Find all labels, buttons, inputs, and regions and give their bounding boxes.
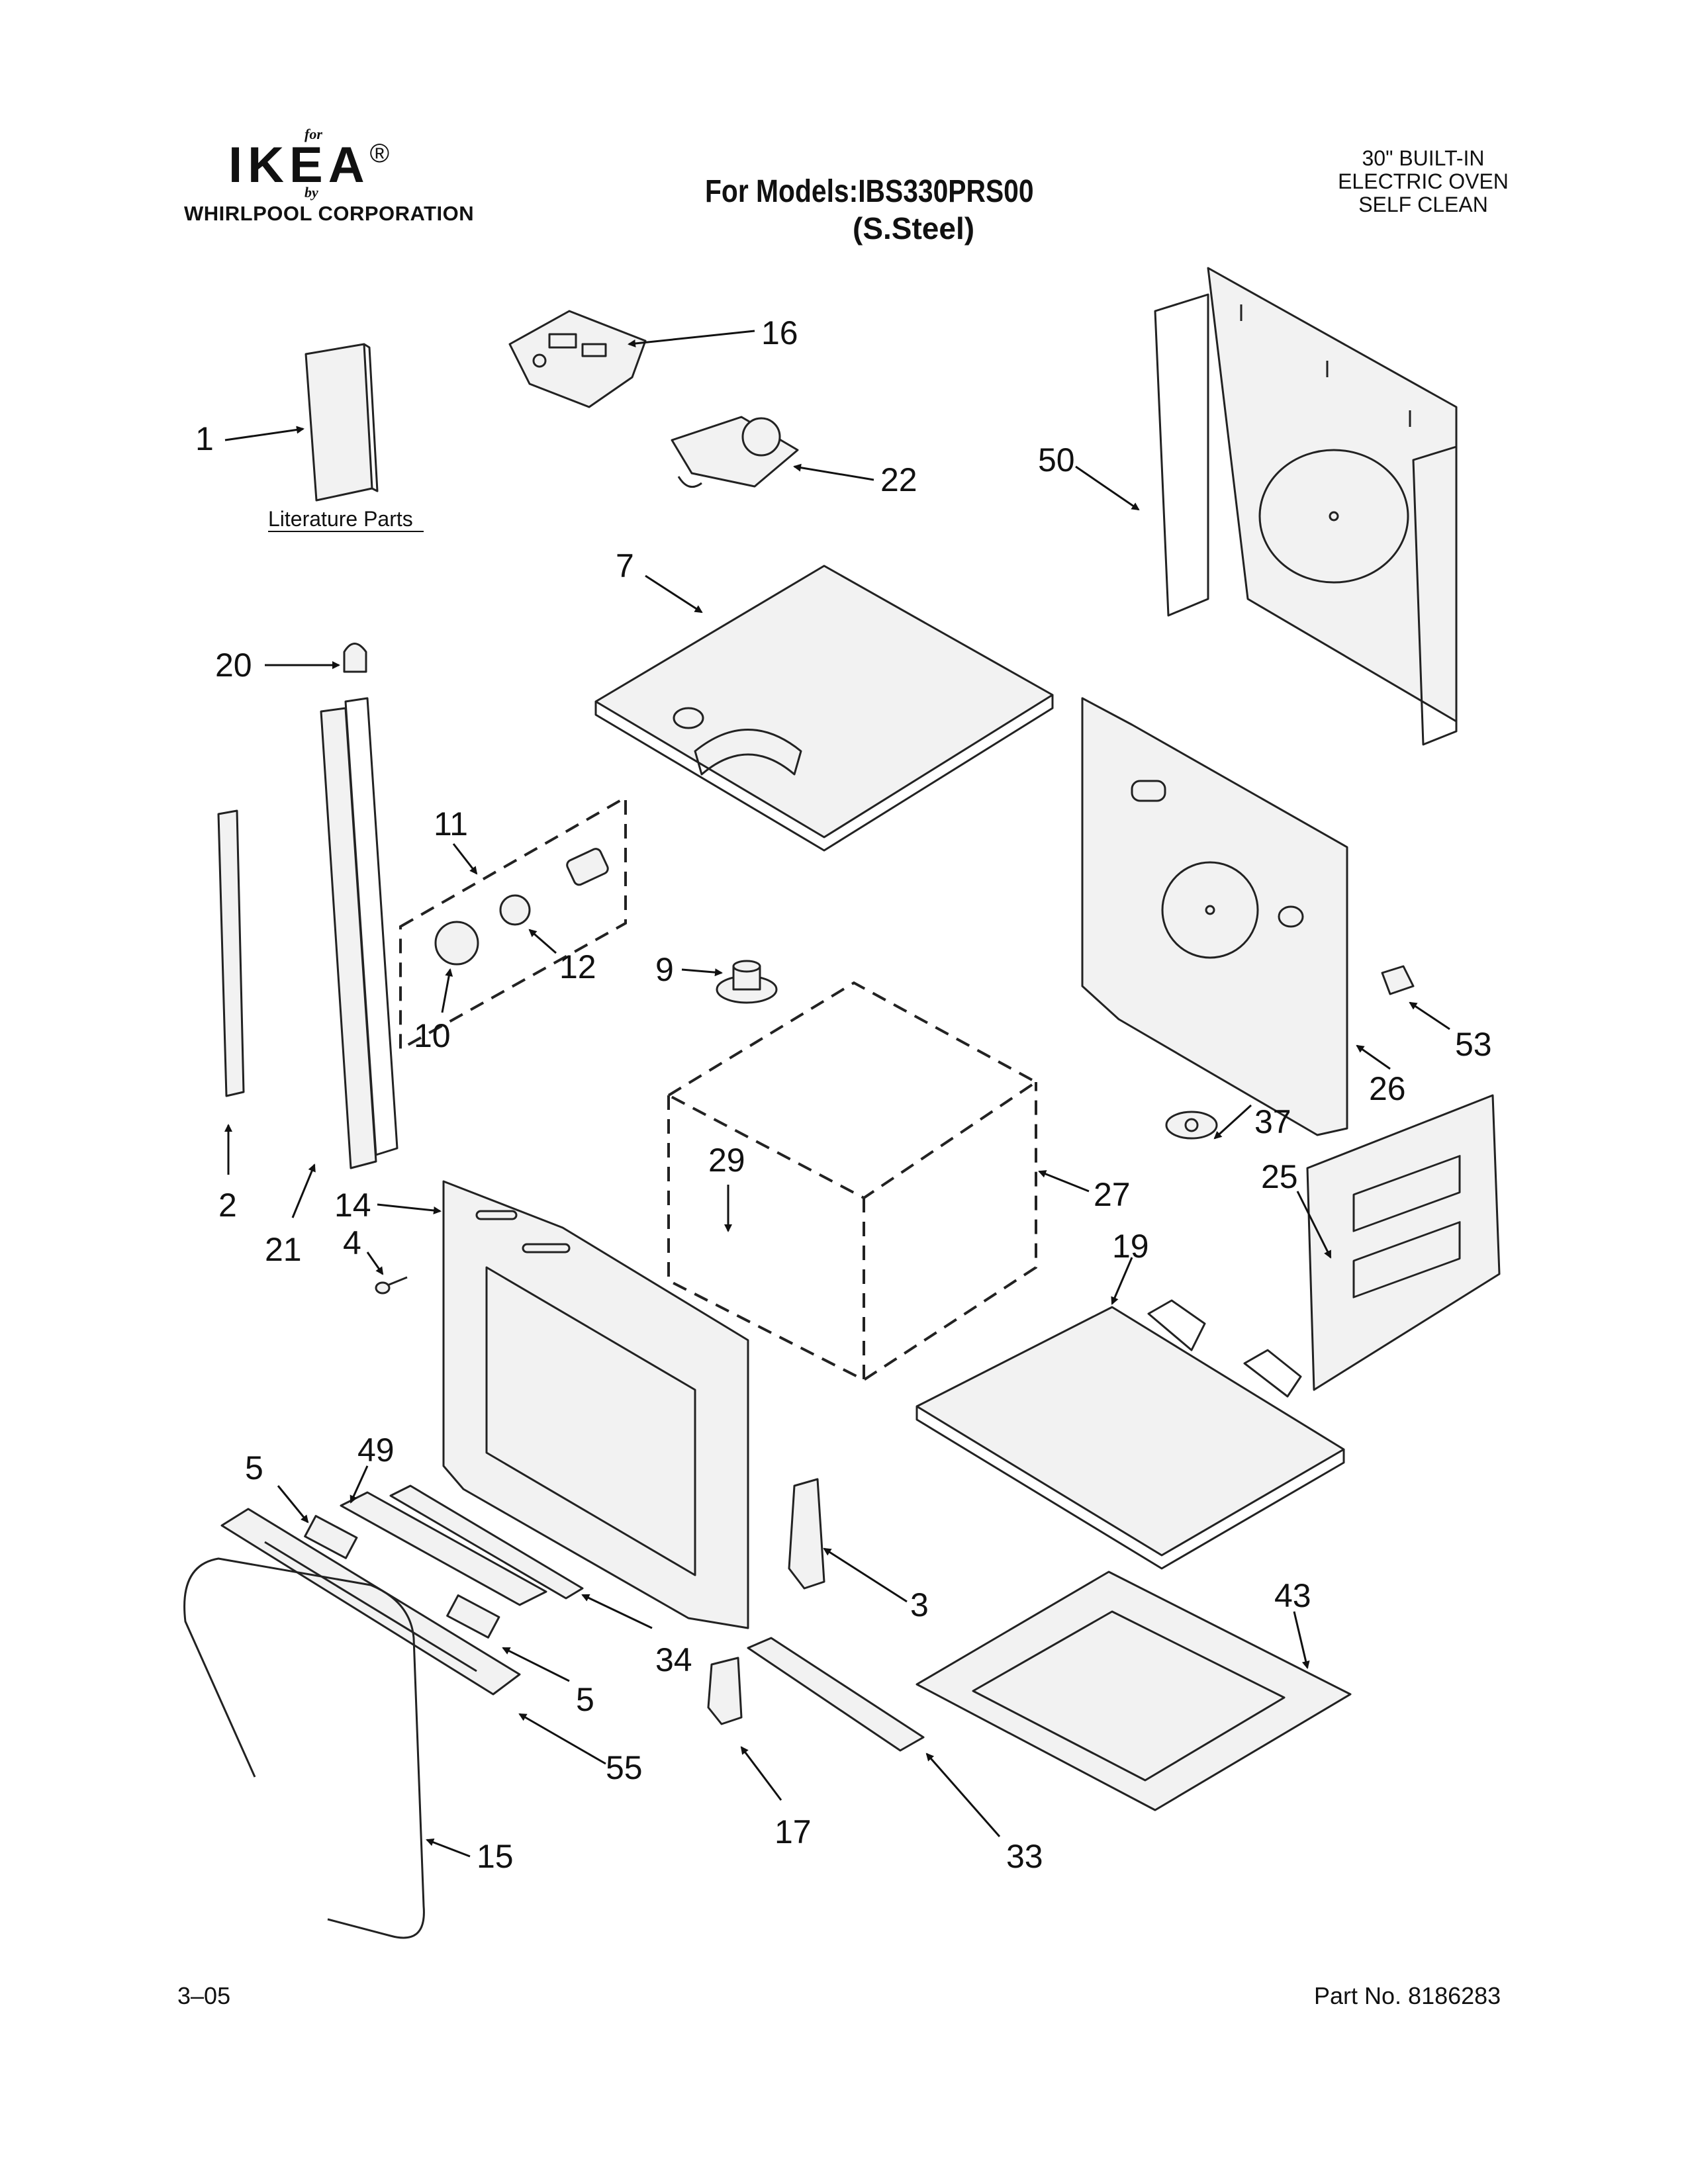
logo-for-text: for xyxy=(305,126,322,142)
callout-21: 21 xyxy=(265,1231,302,1268)
door-rail xyxy=(340,1491,547,1606)
part-number: Part No. 8186283 xyxy=(1314,1982,1501,2009)
clip xyxy=(1381,965,1415,995)
back-wall xyxy=(1081,697,1348,1136)
hinge-bracket xyxy=(707,1657,743,1725)
callout-53: 53 xyxy=(1455,1026,1492,1063)
literature-parts-caption: Literature Parts xyxy=(268,507,413,531)
oven-cavity xyxy=(665,981,1039,1382)
switch-knob xyxy=(499,894,531,926)
callout-10: 10 xyxy=(414,1017,451,1054)
callout-50: 50 xyxy=(1038,441,1075,478)
callout-numbers: 1 16 22 50 7 20 11 12 10 9 2 21 14 4 29 … xyxy=(195,314,1492,1875)
trim-bar xyxy=(747,1637,925,1752)
rear-panel xyxy=(1154,267,1458,746)
registered-mark: ® xyxy=(369,139,390,168)
ikea-logo-text: IKEA xyxy=(228,137,370,193)
callout-33: 33 xyxy=(1006,1838,1043,1875)
callout-26: 26 xyxy=(1369,1070,1406,1107)
spacer-block-upper xyxy=(304,1515,358,1559)
push-button xyxy=(434,921,479,966)
product-line-3: SELF CLEAN xyxy=(1358,193,1488,217)
callout-2: 2 xyxy=(218,1187,237,1224)
callout-3: 3 xyxy=(910,1586,929,1623)
callout-15: 15 xyxy=(477,1838,514,1875)
selector-switch xyxy=(566,848,609,886)
literature-booklet xyxy=(305,343,379,502)
product-line-1: 30" BUILT-IN xyxy=(1362,146,1485,170)
callout-25: 25 xyxy=(1261,1158,1298,1195)
callout-11: 11 xyxy=(434,805,468,842)
insulation-strip xyxy=(389,1484,584,1600)
vent-cap xyxy=(343,643,367,673)
switch-group-outline xyxy=(399,795,627,1052)
leader-lines xyxy=(224,330,1450,1858)
front-frame xyxy=(442,1180,749,1629)
bottom-pan xyxy=(915,1570,1352,1811)
callout-7: 7 xyxy=(616,547,634,584)
spacer-block-lower xyxy=(446,1594,500,1639)
callout-4: 4 xyxy=(343,1224,361,1261)
side-panel xyxy=(1306,1094,1501,1391)
top-panel xyxy=(594,565,1054,852)
vent-panel xyxy=(220,1508,521,1696)
callout-27: 27 xyxy=(1094,1176,1131,1213)
trim-strip xyxy=(217,809,245,1097)
callout-12: 12 xyxy=(559,948,596,985)
callout-5-top: 5 xyxy=(245,1449,263,1486)
callout-29: 29 xyxy=(708,1142,745,1179)
vent-assembly xyxy=(716,960,778,1004)
bottom-plate xyxy=(915,1299,1345,1570)
ikea-logo: IKEA® xyxy=(228,140,389,191)
model-number: For Models:IBS330PRS00 xyxy=(705,174,1034,209)
callout-20: 20 xyxy=(215,647,252,684)
motor-assembly xyxy=(671,416,799,488)
callout-5-bottom: 5 xyxy=(576,1681,594,1718)
callout-55: 55 xyxy=(606,1749,643,1786)
callout-22: 22 xyxy=(880,461,917,498)
callout-9: 9 xyxy=(655,951,674,988)
callout-1: 1 xyxy=(195,420,214,457)
control-board xyxy=(508,310,647,408)
corporation-name: WHIRLPOOL CORPORATION xyxy=(184,202,475,225)
callout-49: 49 xyxy=(357,1432,395,1469)
callout-43: 43 xyxy=(1274,1577,1311,1614)
callout-14: 14 xyxy=(334,1187,371,1224)
callout-16: 16 xyxy=(761,314,798,351)
side-trim xyxy=(320,697,399,1169)
logo-by-text: by xyxy=(305,184,318,201)
revision-date: 3–05 xyxy=(177,1982,231,2009)
screw xyxy=(375,1276,408,1295)
callout-34: 34 xyxy=(655,1641,692,1678)
model-variant: (S.Steel) xyxy=(853,211,975,246)
callout-37: 37 xyxy=(1254,1103,1291,1140)
door-gasket xyxy=(183,1557,425,1939)
product-line-2: ELECTRIC OVEN xyxy=(1338,169,1509,194)
callout-19: 19 xyxy=(1112,1228,1149,1265)
side-bracket xyxy=(788,1478,825,1590)
product-description: 30" BUILT-IN ELECTRIC OVEN SELF CLEAN xyxy=(1284,146,1562,217)
temperature-sensor xyxy=(1165,1111,1218,1140)
callout-17: 17 xyxy=(774,1813,812,1850)
